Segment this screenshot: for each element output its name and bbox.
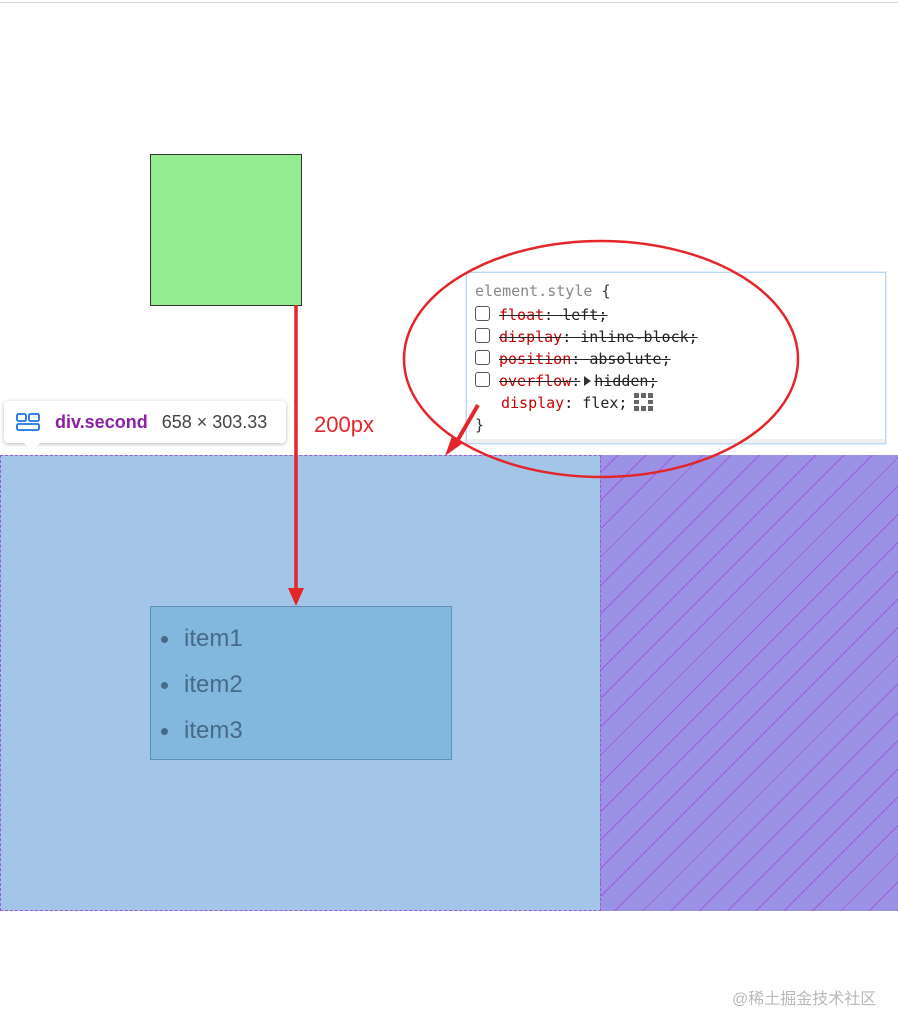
- item-list: item1 item2 item3: [151, 607, 451, 761]
- expand-triangle-icon[interactable]: [584, 376, 592, 386]
- list-item: item1: [159, 623, 451, 669]
- declaration-checkbox[interactable]: [475, 328, 490, 343]
- declaration-checkbox[interactable]: [475, 350, 490, 365]
- declaration-checkbox[interactable]: [475, 306, 490, 321]
- bullet-icon: [161, 636, 168, 643]
- green-box[interactable]: [150, 154, 302, 306]
- styles-panel: element.style { float: left; display: in…: [466, 272, 886, 444]
- tooltip-element-name: div.second: [55, 411, 148, 432]
- style-declaration-float: float: left;: [475, 304, 607, 326]
- pointer-arrowhead: [445, 436, 463, 456]
- style-selector: element.style: [475, 282, 593, 300]
- style-rule-close: }: [475, 416, 485, 434]
- list-item: item2: [159, 669, 451, 715]
- flexbox-editor-icon[interactable]: [633, 392, 655, 412]
- list-item: item3: [159, 715, 451, 761]
- page-top-border: [0, 2, 898, 3]
- flex-free-space-hatch: [600, 455, 898, 911]
- tooltip-element-size: 658 × 303.33: [161, 411, 268, 432]
- flex-layout-icon: [16, 413, 40, 431]
- style-rule-header: element.style {: [475, 282, 611, 300]
- style-declaration-overflow: overflow:hidden;: [475, 370, 658, 392]
- element-inspect-tooltip: div.second 658 × 303.33: [4, 401, 286, 451]
- style-declaration-display-flex: display: flex;: [501, 392, 655, 414]
- bullet-icon: [161, 682, 168, 689]
- watermark: @稀土掘金技术社区: [732, 991, 877, 1008]
- declaration-checkbox[interactable]: [475, 372, 490, 387]
- distance-annotation-label: 200px: [314, 412, 374, 437]
- bullet-icon: [161, 728, 168, 735]
- panel-divider: [467, 439, 885, 443]
- list-box[interactable]: item1 item2 item3: [150, 606, 452, 760]
- style-declaration-position: position: absolute;: [475, 348, 671, 370]
- style-declaration-display-inline-block: display: inline-block;: [475, 326, 698, 348]
